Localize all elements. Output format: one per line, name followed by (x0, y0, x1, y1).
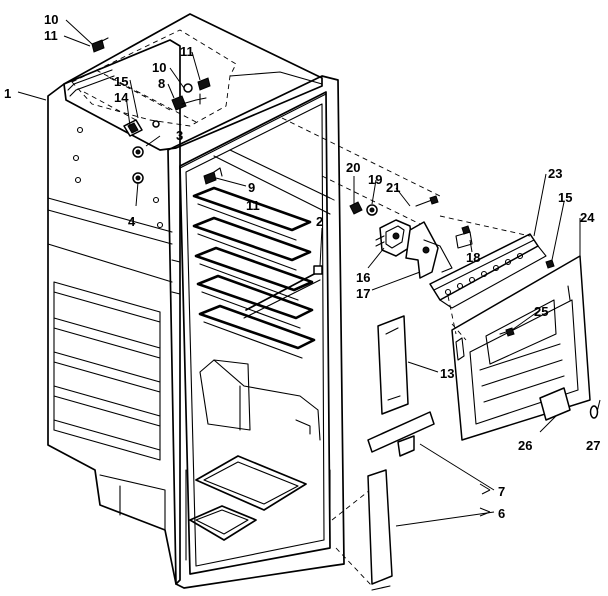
callout-11-bracket: 11 (246, 198, 260, 213)
callout-19: 19 (368, 172, 382, 187)
callout-6: 6 (498, 506, 505, 521)
callout-18: 18 (466, 250, 480, 265)
callout-8: 8 (158, 76, 165, 91)
callout-11-hinge: 11 (180, 44, 194, 59)
callout-labels: 1 2 3 4 6 7 8 9 10 10 11 11 11 13 14 15 … (4, 12, 600, 521)
top-control-parts (67, 37, 323, 185)
callout-17: 17 (356, 286, 370, 301)
callout-25: 25 (534, 304, 548, 319)
callout-24: 24 (580, 210, 595, 225)
callout-3: 3 (176, 128, 183, 143)
callout-15-grille: 15 (558, 190, 572, 205)
callout-23: 23 (548, 166, 562, 181)
callout-9: 9 (248, 180, 255, 195)
callout-26: 26 (518, 438, 532, 453)
callout-11-top: 11 (44, 28, 58, 43)
fan-assembly (281, 117, 473, 279)
callout-14: 14 (114, 90, 129, 105)
callout-20: 20 (346, 160, 360, 175)
leader-lines (17, 19, 601, 527)
callout-15-thermostat: 15 (114, 74, 128, 89)
callout-2: 2 (316, 214, 323, 229)
callout-21: 21 (386, 180, 400, 195)
callout-10-hinge: 10 (152, 60, 166, 75)
callout-10-top: 10 (44, 12, 58, 27)
callout-27: 27 (586, 438, 600, 453)
callout-7: 7 (498, 484, 505, 499)
cabinet-liner (47, 13, 345, 589)
callout-4: 4 (128, 214, 136, 229)
callout-13: 13 (440, 366, 454, 381)
interior-shelves (179, 93, 373, 587)
callout-1: 1 (4, 86, 11, 101)
callout-16: 16 (356, 270, 370, 285)
duct-grille-assembly (367, 215, 591, 591)
